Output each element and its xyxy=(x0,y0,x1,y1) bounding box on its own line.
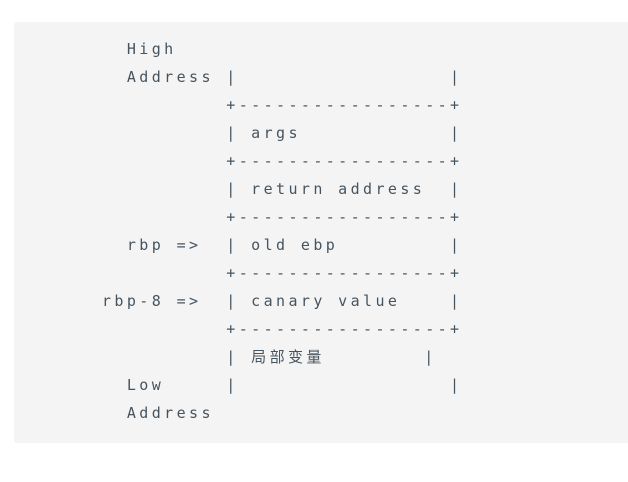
code-block: High Address | | +-----------------+ | a… xyxy=(14,22,628,443)
ascii-stack-diagram: High Address | | +-----------------+ | a… xyxy=(102,40,463,422)
